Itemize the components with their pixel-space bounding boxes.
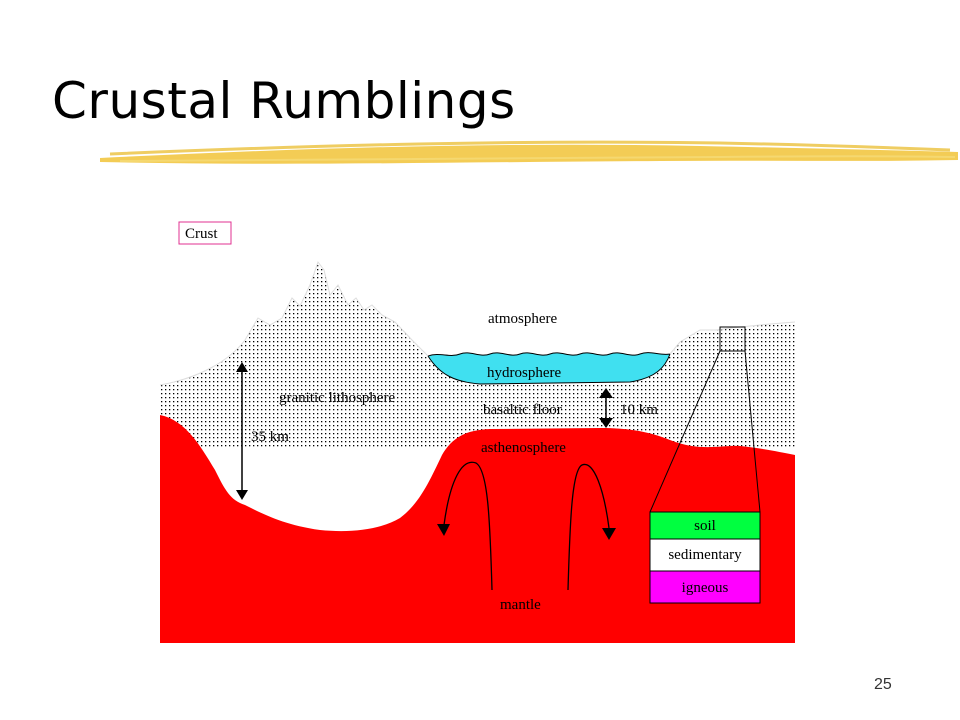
ocean-region (427, 352, 671, 385)
hydrosphere-label: hydrosphere (487, 365, 561, 381)
layer-soil-label: soil (694, 518, 716, 534)
convection-arrowhead-right (602, 528, 616, 540)
arrow-head-down-35km (236, 490, 248, 500)
mantle-region (160, 415, 795, 643)
asthenosphere-label: asthenosphere (481, 440, 566, 456)
convection-arrowhead-left (437, 524, 450, 536)
arrow-head-up-10km (599, 388, 613, 398)
layer-igneous (649, 570, 761, 604)
arrow-head-down-10km (599, 418, 613, 428)
layer-sedimentary (649, 538, 761, 572)
layer-soil (649, 511, 761, 540)
slide-title: Crustal Rumblings (52, 72, 516, 130)
mantle-label: mantle (500, 597, 541, 613)
granitic-lithosphere-label: granitic lithosphere (279, 390, 396, 406)
surface-outline-right (669, 321, 796, 355)
page-number: 25 (874, 676, 892, 693)
layer-sedimentary-label: sedimentary (668, 547, 742, 563)
crust-label-box (178, 221, 232, 245)
crust-label: Crust (185, 226, 218, 242)
callout-line-right (744, 350, 761, 513)
basaltic-floor-label: basaltic floor (483, 402, 562, 418)
callout-line-left (649, 350, 721, 513)
convection-arrow-left (443, 461, 493, 591)
atmosphere-label: atmosphere (488, 311, 557, 327)
crust-region (160, 262, 795, 448)
thirtyfive-km-label: 35 km (251, 429, 289, 445)
layer-igneous-label: igneous (682, 580, 729, 596)
surface-outline (159, 260, 429, 386)
ten-km-label: 10 km (620, 402, 658, 418)
arrow-head-up-35km (236, 362, 248, 372)
zoom-box (719, 326, 746, 352)
convection-arrow-right (567, 463, 610, 591)
title-underline-stroke (100, 140, 958, 164)
